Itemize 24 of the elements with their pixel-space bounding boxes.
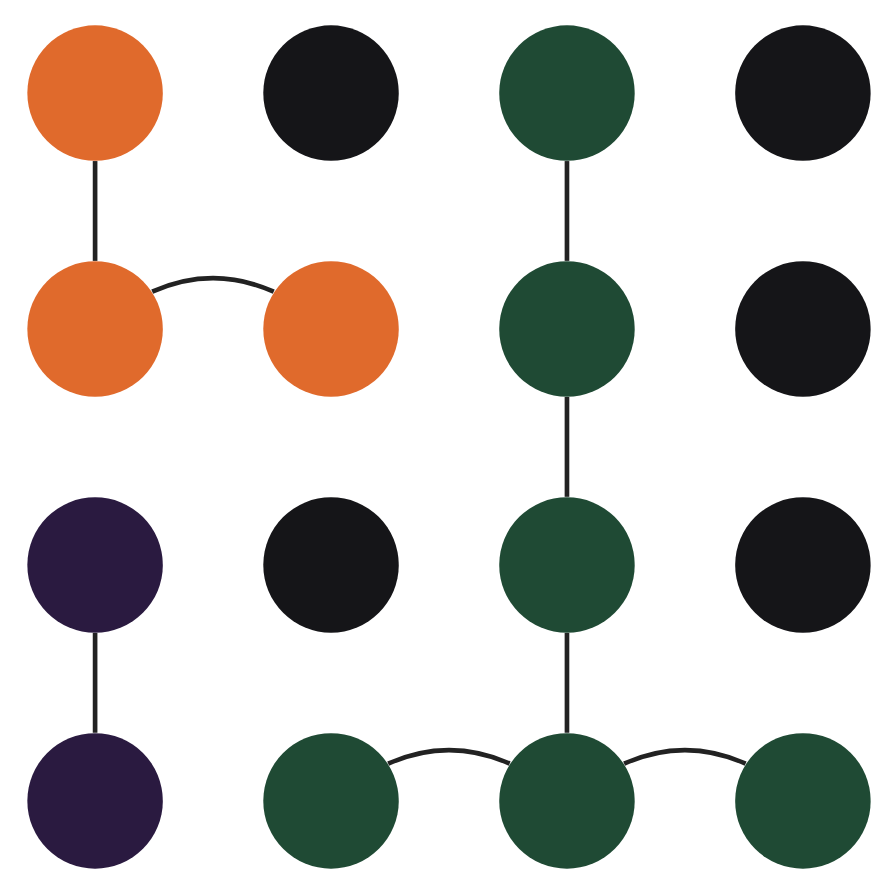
node-circle bbox=[734, 261, 870, 397]
node-circle bbox=[734, 733, 870, 869]
node-circle bbox=[262, 261, 398, 397]
node-circle bbox=[262, 733, 398, 869]
node-circle bbox=[498, 25, 634, 161]
node-circle bbox=[26, 261, 162, 397]
connector bbox=[563, 161, 569, 261]
node-circle bbox=[498, 261, 634, 397]
node-circle bbox=[498, 497, 634, 633]
node-circle bbox=[26, 733, 162, 869]
connector bbox=[91, 632, 97, 733]
node-circle bbox=[26, 25, 162, 161]
connector bbox=[386, 747, 510, 766]
node-circle bbox=[734, 497, 870, 633]
connector bbox=[622, 747, 746, 766]
node-circle bbox=[734, 25, 870, 161]
connector bbox=[563, 632, 569, 733]
node-circle bbox=[262, 25, 398, 161]
connector bbox=[563, 397, 569, 497]
node-circle bbox=[498, 733, 634, 869]
connector bbox=[150, 275, 274, 294]
node-circle bbox=[26, 497, 162, 633]
connector bbox=[91, 161, 97, 261]
node-circle bbox=[262, 497, 398, 633]
